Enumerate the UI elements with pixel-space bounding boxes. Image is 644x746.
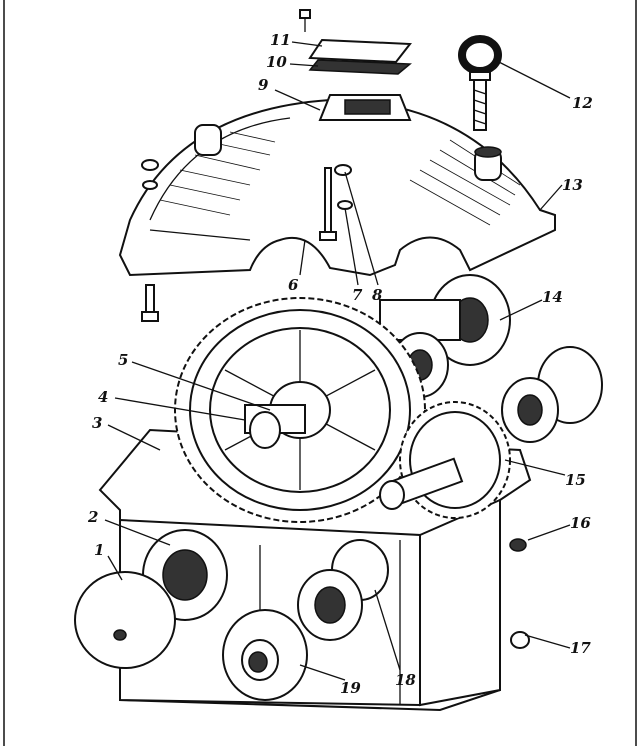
- fasteners: [141, 159, 353, 322]
- label-15: 15: [565, 471, 586, 489]
- label-11: 11: [270, 31, 291, 49]
- label-9: 9: [258, 76, 269, 94]
- eye-bolt: [458, 35, 502, 131]
- label-2: 2: [87, 508, 98, 526]
- label-19: 19: [340, 679, 361, 697]
- label-4: 4: [98, 388, 108, 406]
- label-10: 10: [266, 53, 287, 71]
- label-1: 1: [94, 541, 104, 559]
- label-16: 16: [570, 514, 591, 532]
- label-3: 3: [92, 414, 102, 432]
- leader-lines: [104, 41, 571, 681]
- housing-cover: [118, 94, 556, 277]
- inspection-cover: [299, 9, 412, 75]
- label-8: 8: [372, 286, 383, 304]
- label-14: 14: [542, 288, 563, 306]
- label-18: 18: [395, 671, 416, 689]
- pinion-shaft: [379, 401, 511, 519]
- label-12: 12: [572, 94, 593, 112]
- label-7: 7: [352, 286, 363, 304]
- end-caps: [74, 529, 389, 701]
- label-13: 13: [562, 176, 583, 194]
- label-6: 6: [288, 276, 299, 294]
- large-gear: [174, 297, 426, 523]
- part-labels: 11 10 9 12 13 6 7 8 14 5 4 3 15 2 16 1 1…: [87, 31, 593, 697]
- label-17: 17: [570, 639, 591, 657]
- label-5: 5: [118, 351, 128, 369]
